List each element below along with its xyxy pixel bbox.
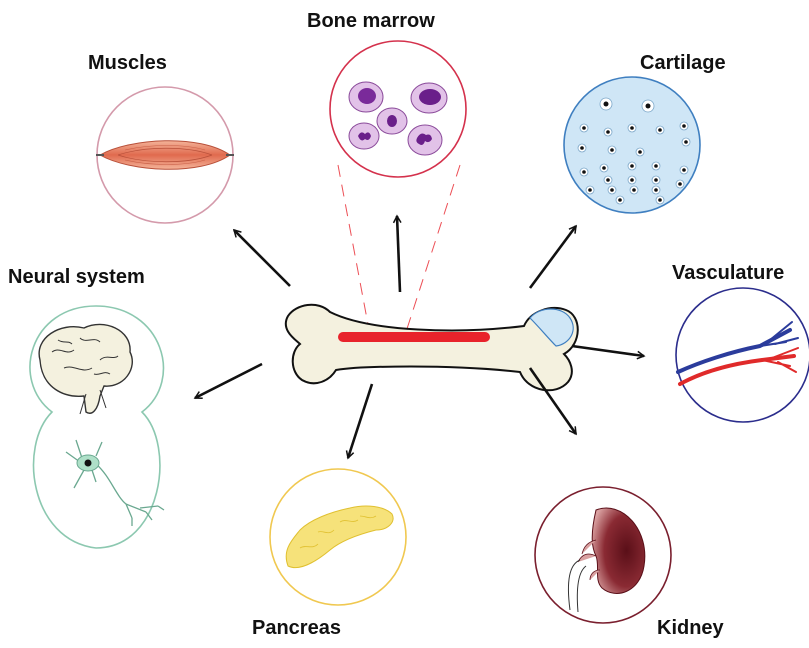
chondrocyte-nucleus	[606, 130, 610, 134]
chondrocyte-nucleus	[632, 188, 636, 192]
chondrocyte-nucleus	[638, 150, 642, 154]
arrow-to-pancreas	[348, 384, 372, 458]
chondrocyte-nucleus	[610, 188, 614, 192]
pancreas-panel	[270, 469, 406, 605]
chondrocyte-nucleus	[658, 128, 662, 132]
chondrocyte-nucleus	[582, 126, 586, 130]
label-kidney: Kidney	[657, 617, 724, 640]
chondrocyte-nucleus	[684, 140, 688, 144]
kidney-panel	[535, 487, 671, 623]
bone-marrow-panel	[330, 41, 466, 177]
chondrocyte-nucleus	[678, 182, 682, 186]
femur-bone	[286, 305, 578, 391]
chondrocyte-nucleus	[654, 164, 658, 168]
arrow-to-neural-system	[195, 364, 262, 398]
label-neural-system: Neural system	[8, 266, 145, 289]
arrow-to-bone-marrow	[397, 216, 400, 292]
vasculature-panel	[676, 288, 809, 422]
chondrocyte-nucleus	[582, 170, 586, 174]
chondrocyte-nucleus	[682, 124, 686, 128]
chondrocyte-nucleus	[610, 148, 614, 152]
label-cartilage: Cartilage	[640, 52, 726, 75]
chondrocyte-nucleus	[588, 188, 592, 192]
chondrocyte-nucleus	[654, 178, 658, 182]
cartilage-panel	[564, 77, 700, 213]
chondrocyte-nucleus	[682, 168, 686, 172]
chondrocyte-nucleus	[654, 188, 658, 192]
chondrocyte-nucleus	[602, 166, 606, 170]
chondrocyte-nucleus	[658, 198, 662, 202]
arrow-to-vasculature	[572, 346, 644, 356]
chondrocyte-nucleus	[604, 102, 609, 107]
arrow-to-muscles	[234, 230, 290, 286]
label-muscles: Muscles	[88, 52, 167, 75]
neural-system-panel	[30, 306, 164, 548]
chondrocyte-nucleus	[618, 198, 622, 202]
chondrocyte-nucleus	[580, 146, 584, 150]
arrow-to-cartilage	[530, 226, 576, 288]
label-bone-marrow: Bone marrow	[307, 10, 435, 33]
chondrocyte-nucleus	[646, 104, 651, 109]
label-vasculature: Vasculature	[672, 262, 784, 285]
chondrocyte-nucleus	[606, 178, 610, 182]
chondrocyte-nucleus	[630, 126, 634, 130]
muscles-panel	[96, 87, 234, 223]
chondrocyte-nucleus	[630, 178, 634, 182]
label-pancreas: Pancreas	[252, 617, 341, 640]
bone-marrow-stripe	[338, 332, 490, 342]
chondrocyte-nucleus	[630, 164, 634, 168]
